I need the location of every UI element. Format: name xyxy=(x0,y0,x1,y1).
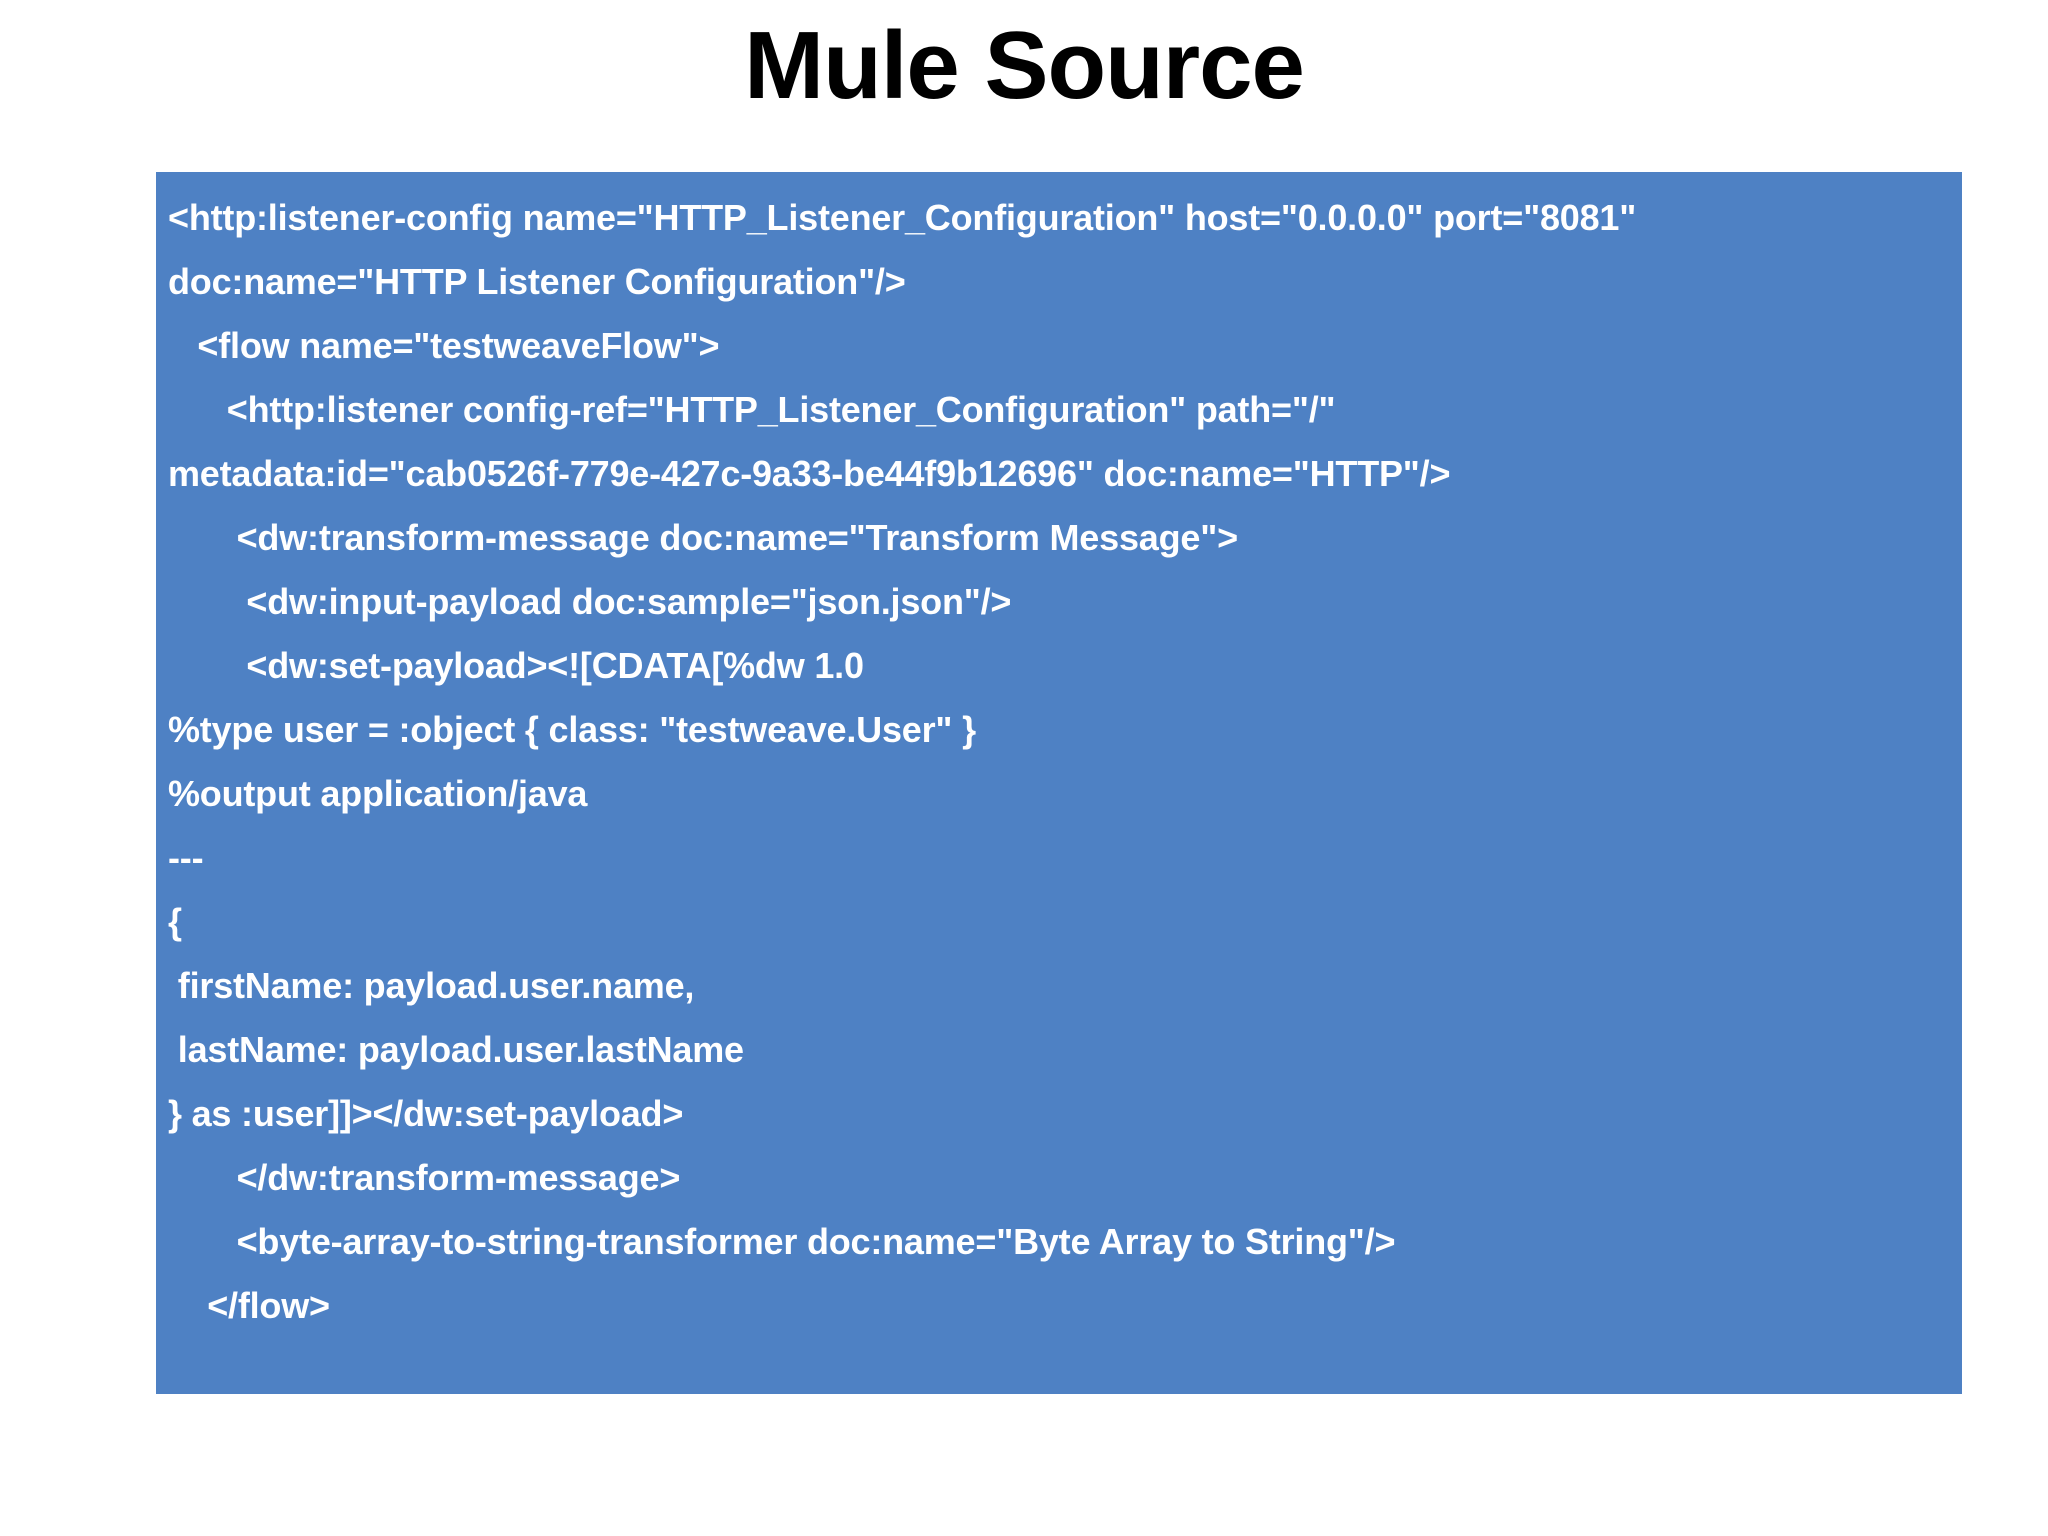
code-line: <dw:transform-message doc:name="Transfor… xyxy=(168,517,1238,558)
code-line: <http:listener-config name="HTTP_Listene… xyxy=(168,197,1637,238)
code-line: %output application/java xyxy=(168,773,588,814)
code-line: --- xyxy=(168,837,204,878)
code-line: %type user = :object { class: "testweave… xyxy=(168,709,976,750)
code-line: <dw:input-payload doc:sample="json.json"… xyxy=(168,581,1012,622)
code-line: </flow> xyxy=(168,1285,330,1326)
code-line: <http:listener config-ref="HTTP_Listener… xyxy=(168,389,1336,430)
code-line: <byte-array-to-string-transformer doc:na… xyxy=(168,1221,1396,1262)
page-title: Mule Source xyxy=(744,12,1305,119)
code-line: <flow name="testweaveFlow"> xyxy=(168,325,720,366)
code-line: { xyxy=(168,901,182,942)
code-line: </dw:transform-message> xyxy=(168,1157,681,1198)
code-line: } as :user]]></dw:set-payload> xyxy=(168,1093,684,1134)
code-line: <dw:set-payload><![CDATA[%dw 1.0 xyxy=(168,645,864,686)
code-block: <http:listener-config name="HTTP_Listene… xyxy=(156,172,1962,1394)
code-line: metadata:id="cab0526f-779e-427c-9a33-be4… xyxy=(168,453,1451,494)
code-line: lastName: payload.user.lastName xyxy=(168,1029,744,1070)
code-line: firstName: payload.user.name, xyxy=(168,965,695,1006)
code-line: doc:name="HTTP Listener Configuration"/> xyxy=(168,261,906,302)
